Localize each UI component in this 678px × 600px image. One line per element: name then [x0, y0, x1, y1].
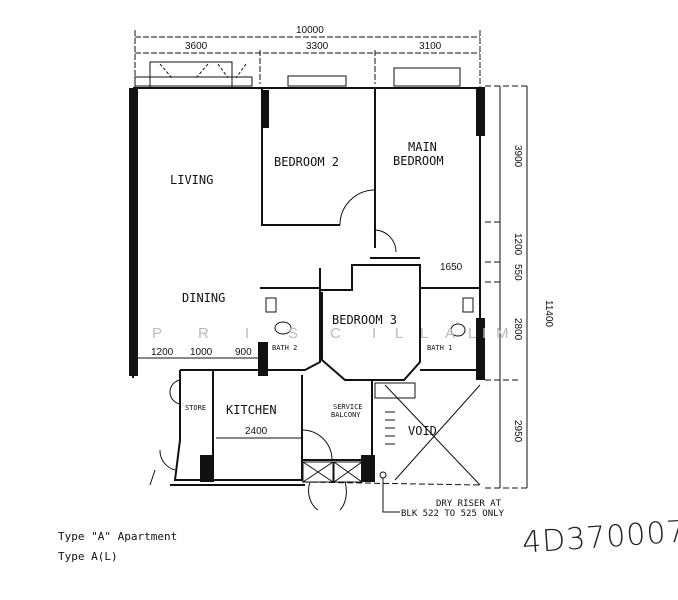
room-dining: DINING: [182, 291, 225, 305]
svg-text:BLK 522 TO 525 ONLY: BLK 522 TO 525 ONLY: [401, 509, 505, 519]
svg-text:R: R: [198, 325, 209, 342]
walls: [132, 87, 520, 486]
svg-text:10000: 10000: [296, 25, 324, 36]
svg-text:1200: 1200: [512, 233, 523, 256]
svg-text:L: L: [420, 325, 428, 342]
svg-text:I: I: [372, 325, 376, 342]
svg-text:1000: 1000: [190, 347, 213, 358]
svg-text:1200: 1200: [151, 347, 174, 358]
room-store: STORE: [185, 404, 206, 412]
svg-text:3300: 3300: [306, 41, 329, 52]
svg-text:2950: 2950: [512, 420, 523, 443]
svg-text:P: P: [152, 325, 162, 342]
room-main-bedroom-1: MAIN: [408, 140, 437, 154]
room-bath-1: BATH 1: [427, 344, 452, 352]
room-kitchen: KITCHEN: [226, 403, 277, 417]
svg-text:3600: 3600: [185, 41, 208, 52]
svg-text:900: 900: [235, 347, 252, 358]
room-bedroom-2: BEDROOM 2: [274, 155, 339, 169]
svg-text:11400: 11400: [543, 300, 554, 328]
caption-type-a: Type "A" Apartment: [58, 530, 178, 543]
room-service-balcony-2: BALCONY: [331, 411, 361, 419]
room-labels: LIVING DINING BEDROOM 2 MAIN BEDROOM BED…: [170, 140, 452, 438]
dry-riser-note: DRY RISER AT BLK 522 TO 525 ONLY: [401, 499, 505, 519]
svg-text:3100: 3100: [419, 41, 442, 52]
columns: [129, 88, 485, 482]
svg-text:A: A: [445, 325, 455, 342]
svg-text:C: C: [330, 325, 341, 342]
watermark: P R I S C I L L A L I M: [152, 325, 509, 342]
svg-text:DRY RISER AT: DRY RISER AT: [436, 499, 502, 509]
svg-text:L: L: [468, 325, 476, 342]
room-service-balcony-1: SERVICE: [333, 403, 363, 411]
void-cross: [374, 382, 481, 486]
svg-text:I: I: [245, 325, 249, 342]
caption-type-al: Type A(L): [58, 550, 118, 563]
svg-text:2800: 2800: [512, 318, 523, 341]
room-void: VOID: [408, 424, 437, 438]
svg-text:3900: 3900: [512, 145, 523, 168]
svg-text:1650: 1650: [440, 262, 463, 273]
top-dimension-lines: [134, 30, 481, 88]
svg-text:M: M: [496, 325, 509, 342]
svg-text:I: I: [482, 325, 486, 342]
room-bedroom-3: BEDROOM 3: [332, 313, 397, 327]
svg-text:2400: 2400: [245, 426, 268, 437]
svg-text:L: L: [395, 325, 403, 342]
svg-text:550: 550: [512, 264, 523, 281]
svg-text:S: S: [288, 325, 298, 342]
dimension-labels: 10000 3600 3300 3100 11400 3900 1200 550…: [151, 25, 554, 443]
room-bath-2: BATH 2: [272, 344, 297, 352]
room-living: LIVING: [170, 173, 213, 187]
room-main-bedroom-2: BEDROOM: [393, 154, 444, 168]
